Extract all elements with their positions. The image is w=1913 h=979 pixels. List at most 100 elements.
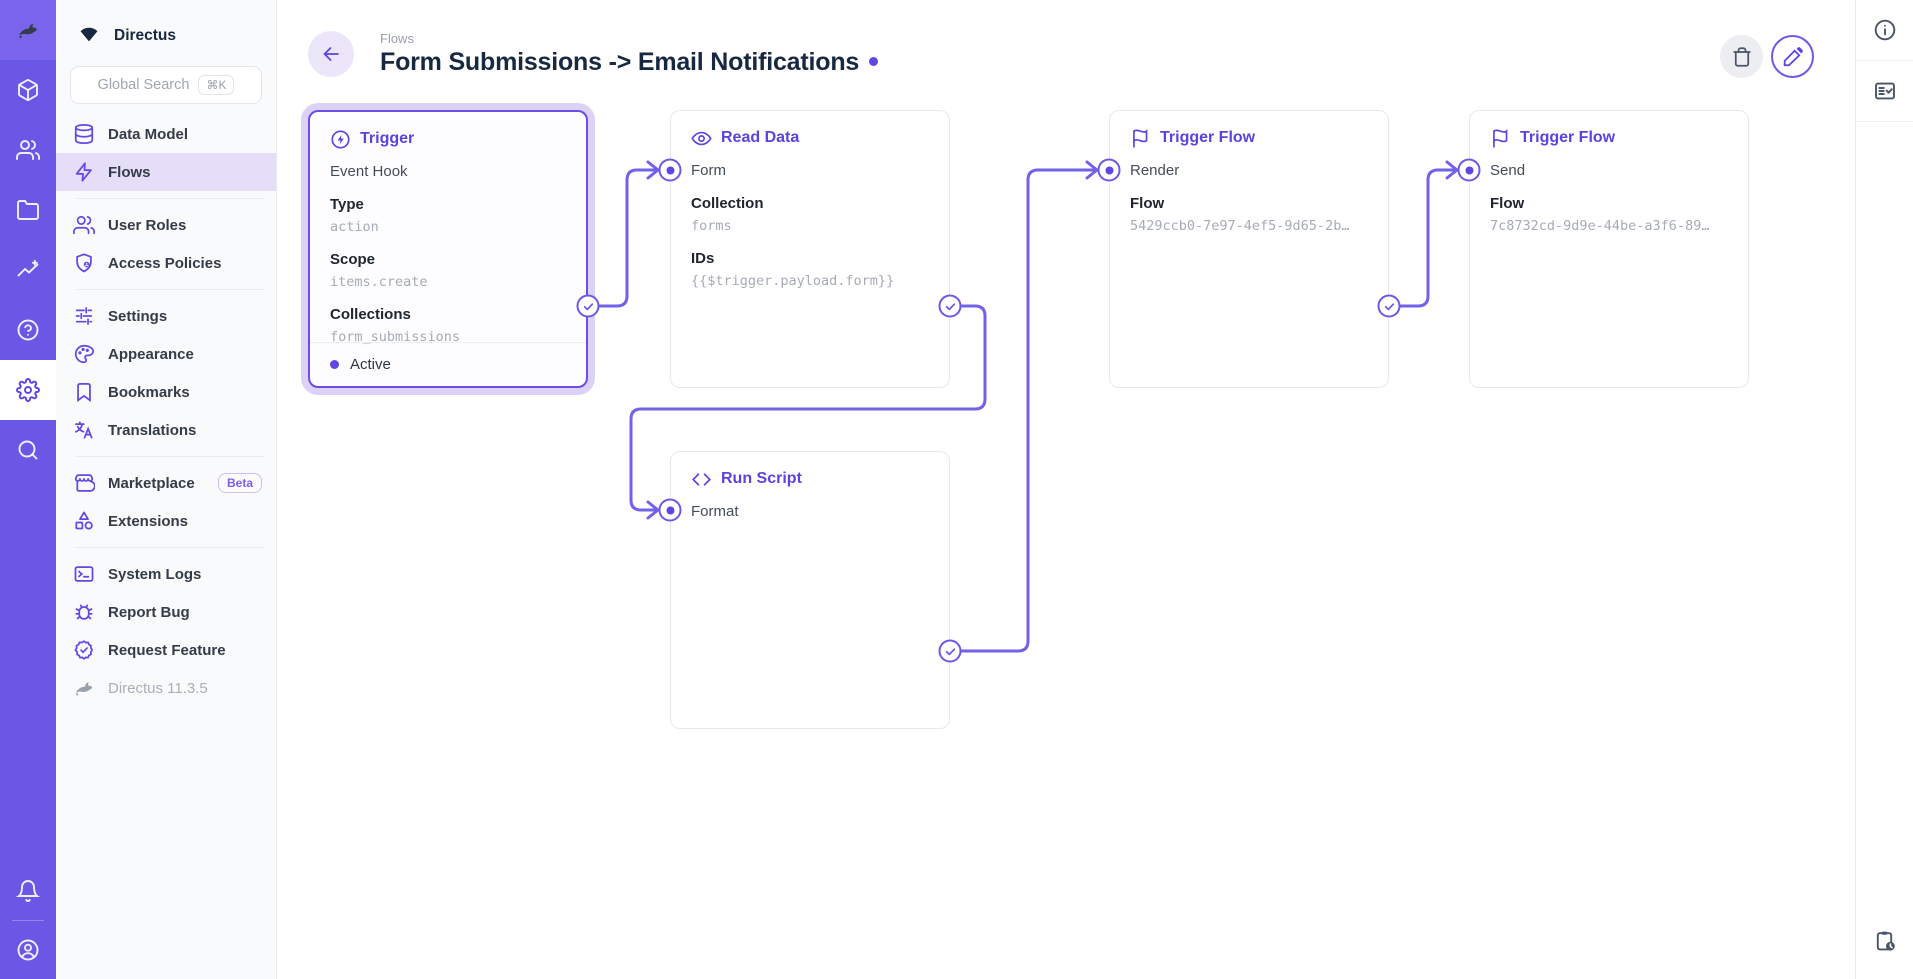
sidebar-item-flows[interactable]: Flows	[56, 153, 276, 191]
node-field-label: Flow	[1130, 195, 1165, 212]
sidebar-item-bookmarks[interactable]: Bookmarks	[56, 373, 276, 411]
resolve-connector-trigger[interactable]	[576, 294, 600, 318]
resolve-connector-run-script[interactable]	[938, 639, 962, 663]
node-field-label: IDs	[691, 250, 715, 267]
sidebar-item-translations[interactable]: Translations	[56, 411, 276, 449]
node-type-label: Read Data	[721, 129, 800, 146]
tune-icon	[75, 307, 93, 325]
directus-logo[interactable]	[0, 0, 56, 60]
clipboard-clock-icon	[1876, 931, 1895, 951]
sidebar-item-user-roles[interactable]: User Roles	[56, 206, 276, 244]
sidebar-item-label: Marketplace	[108, 474, 195, 492]
node-status-row: Active	[310, 342, 586, 386]
sidebar-item-settings[interactable]: Settings	[56, 297, 276, 335]
project-icon	[80, 27, 98, 42]
node-name: Render	[1130, 162, 1180, 179]
sidebar-item-request-feature[interactable]: Request Feature	[56, 631, 276, 669]
sidebar-item-label: Flows	[108, 163, 151, 181]
verified-icon	[74, 640, 94, 660]
edit-flow-button[interactable]	[1771, 35, 1814, 78]
folder-icon	[17, 200, 39, 220]
search-shortcut-badge: ⌘K	[198, 75, 235, 95]
terminal-icon	[74, 566, 94, 582]
node-header: Run Script	[691, 468, 929, 490]
delete-flow-button[interactable]	[1720, 35, 1763, 78]
content-module[interactable]	[0, 60, 56, 120]
global-search-input[interactable]: Global Search ⌘K	[70, 66, 262, 104]
sidebar-divider	[76, 289, 264, 290]
node-field-value: items.create	[330, 274, 428, 290]
sidebar-item-label: Request Feature	[108, 641, 226, 659]
search-module[interactable]	[0, 420, 56, 480]
pending-revisions-button[interactable]	[1856, 911, 1913, 971]
connection-arrowhead-icon	[646, 160, 660, 180]
search-icon	[18, 440, 38, 460]
module-bar-divider	[12, 920, 44, 921]
connection-arrowhead-icon	[1085, 160, 1099, 180]
back-button[interactable]	[308, 31, 354, 77]
input-connector-run-script[interactable]	[658, 498, 682, 522]
trash-icon	[1732, 46, 1751, 67]
users-icon	[73, 215, 95, 235]
sidebar-divider	[76, 456, 264, 457]
sidebar-item-label: Access Policies	[108, 254, 222, 272]
node-field-value: forms	[691, 218, 732, 234]
shield-person-icon	[76, 253, 92, 273]
sidebar-item-system-logs[interactable]: System Logs	[56, 555, 276, 593]
project-icon	[76, 23, 102, 49]
right-sidebar	[1855, 0, 1913, 979]
sidebar-item-access-policies[interactable]: Access Policies	[56, 244, 276, 282]
notifications-button[interactable]	[0, 862, 56, 920]
users-module[interactable]	[0, 120, 56, 180]
bookmark-icon	[77, 382, 91, 402]
bolt-icon	[75, 162, 92, 182]
breadcrumb[interactable]: Flows	[380, 31, 414, 46]
resolve-connector-read-data[interactable]	[938, 294, 962, 318]
resolve-connector-trigger-flow-1[interactable]	[1377, 294, 1401, 318]
account-button[interactable]	[0, 921, 56, 979]
sidebar-item-label: User Roles	[108, 216, 187, 234]
node-header: Trigger	[330, 128, 566, 150]
node-field-label: Collections	[330, 306, 411, 323]
info-icon	[1874, 19, 1895, 41]
node-field-label: Collection	[691, 195, 764, 212]
files-module[interactable]	[0, 180, 56, 240]
translate-icon	[74, 421, 93, 439]
category-icon	[75, 511, 93, 530]
connection-run-script-to-trigger-flow-1	[948, 168, 1098, 653]
node-field-label: Scope	[330, 251, 376, 268]
sidebar-item-extensions[interactable]: Extensions	[56, 502, 276, 540]
node-field-value: action	[330, 219, 379, 235]
insights-module[interactable]	[0, 240, 56, 300]
flow-canvas[interactable]: Flows Form Submissions -> Email Notifica…	[277, 0, 1855, 979]
fact-check-icon	[1874, 82, 1895, 100]
sidebar-item-data-model[interactable]: Data Model	[56, 115, 276, 153]
input-connector-read-data[interactable]	[658, 158, 682, 182]
input-connector-trigger-flow-2[interactable]	[1457, 158, 1481, 182]
flag-icon	[1133, 128, 1148, 148]
sidebar-item-appearance[interactable]: Appearance	[56, 335, 276, 373]
rabbit-icon	[19, 23, 37, 39]
info-sidebar-button[interactable]	[1856, 0, 1913, 60]
sidebar-item-directus-11-3-5[interactable]: Directus 11.3.5	[56, 669, 276, 707]
sidebar-divider	[76, 198, 264, 199]
logs-sidebar-button[interactable]	[1856, 61, 1913, 121]
input-connector-trigger-flow-1[interactable]	[1097, 158, 1121, 182]
node-field-label: Type	[330, 196, 364, 213]
connection-trigger-to-read-data	[586, 168, 659, 308]
pencil-icon	[1783, 46, 1803, 66]
sidebar-divider	[76, 547, 264, 548]
settings-module[interactable]	[0, 360, 56, 420]
docs-module[interactable]	[0, 300, 56, 360]
sidebar-item-label: Appearance	[108, 345, 194, 363]
sidebar-item-report-bug[interactable]: Report Bug	[56, 593, 276, 631]
node-type-label: Trigger Flow	[1520, 129, 1616, 146]
node-type-label: Run Script	[721, 470, 802, 487]
